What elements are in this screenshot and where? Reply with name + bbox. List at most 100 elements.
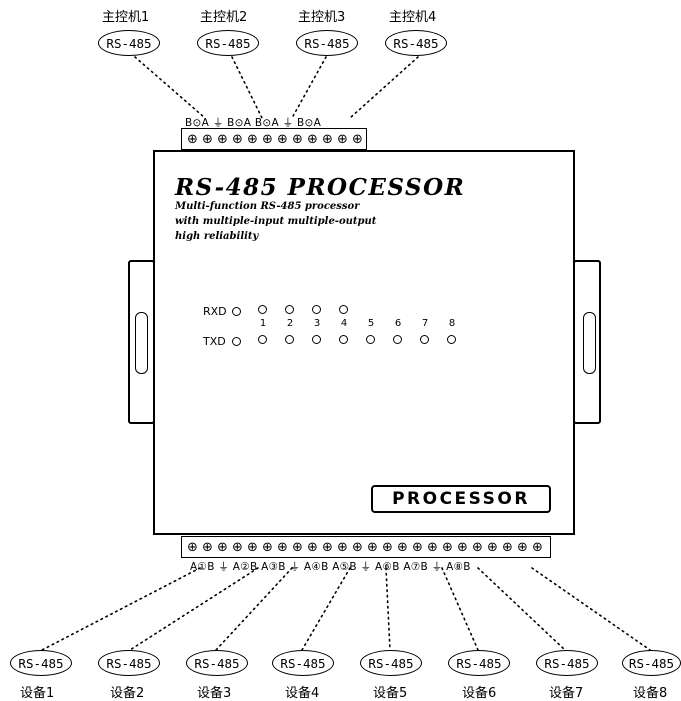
rxd-led-2 (285, 305, 294, 314)
screw-icon: ⊕ (457, 540, 468, 555)
host-2-port: RS-485 (197, 30, 259, 56)
host-3-port: RS-485 (296, 30, 358, 56)
txd-led-2 (285, 335, 294, 344)
txd-label: TXD (203, 335, 226, 348)
device-4-line (301, 567, 351, 651)
txd-led-7 (420, 335, 429, 344)
device-subtitle-2: with multiple-input multiple-output (175, 216, 377, 227)
device-subtitle-3: high reliability (175, 231, 259, 242)
host-1-port: RS-485 (98, 30, 160, 56)
screw-icon: ⊕ (247, 132, 258, 147)
top-terminal-labels: B⊙A ⏚ B⊙A B⊙A ⏚ B⊙A (185, 117, 322, 129)
channel-number: 2 (286, 318, 294, 329)
screw-icon: ⊕ (262, 540, 273, 555)
screw-icon: ⊕ (472, 540, 483, 555)
device-title: RS-485 PROCESSOR (175, 174, 466, 201)
txd-led-5 (366, 335, 375, 344)
left-mounting-ear (128, 260, 155, 424)
screw-icon: ⊕ (427, 540, 438, 555)
channel-number: 8 (448, 318, 456, 329)
device-1-label: 设备1 (20, 686, 55, 701)
screw-icon: ⊕ (382, 540, 393, 555)
screw-icon: ⊕ (202, 132, 213, 147)
channel-number: 1 (259, 318, 267, 329)
screw-icon: ⊕ (397, 540, 408, 555)
host-4-port: RS-485 (385, 30, 447, 56)
screw-icon: ⊕ (352, 540, 363, 555)
host-2-line (231, 56, 263, 119)
txd-led-6 (393, 335, 402, 344)
screw-icon: ⊕ (367, 540, 378, 555)
device-7-line (477, 567, 566, 651)
screw-icon: ⊕ (307, 132, 318, 147)
bottom-terminal-block: ⊕⊕⊕⊕⊕⊕⊕⊕⊕⊕⊕⊕⊕⊕⊕⊕⊕⊕⊕⊕⊕⊕⊕⊕ (181, 536, 551, 558)
device-5-line (385, 567, 391, 651)
device-subtitle-1: Multi-function RS-485 processor (175, 201, 360, 212)
screw-icon: ⊕ (232, 132, 243, 147)
screw-icon: ⊕ (517, 540, 528, 555)
device-5-label: 设备5 (373, 686, 408, 701)
channel-number: 6 (394, 318, 402, 329)
txd-led-8 (447, 335, 456, 344)
screw-icon: ⊕ (187, 132, 198, 147)
host-1-label: 主控机1 (102, 10, 150, 25)
screw-icon: ⊕ (442, 540, 453, 555)
screw-icon: ⊕ (412, 540, 423, 555)
screw-icon: ⊕ (337, 540, 348, 555)
screw-icon: ⊕ (232, 540, 243, 555)
device-6-port: RS-485 (448, 650, 510, 676)
device-4-port: RS-485 (272, 650, 334, 676)
device-6-label: 设备6 (462, 686, 497, 701)
processor-badge: PROCESSOR (371, 485, 551, 513)
device-3-line (215, 567, 293, 651)
device-1-line (41, 567, 201, 651)
device-5-port: RS-485 (360, 650, 422, 676)
screw-icon: ⊕ (322, 540, 333, 555)
device-3-label: 设备3 (197, 686, 232, 701)
mount-slot-icon (583, 312, 596, 374)
screw-icon: ⊕ (292, 540, 303, 555)
host-3-label: 主控机3 (298, 10, 346, 25)
txd-led-4 (339, 335, 348, 344)
screw-icon: ⊕ (307, 540, 318, 555)
screw-icon: ⊕ (292, 132, 303, 147)
screw-icon: ⊕ (262, 132, 273, 147)
host-2-label: 主控机2 (200, 10, 248, 25)
screw-icon: ⊕ (277, 540, 288, 555)
host-3-line (291, 56, 327, 119)
device-2-line (129, 567, 259, 651)
device-2-port: RS-485 (98, 650, 160, 676)
right-mounting-ear (573, 260, 601, 424)
txd-led-3 (312, 335, 321, 344)
rxd-led-3 (312, 305, 321, 314)
channel-number: 7 (421, 318, 429, 329)
device-7-label: 设备7 (549, 686, 584, 701)
screw-icon: ⊕ (217, 132, 228, 147)
rxd-led-4 (339, 305, 348, 314)
device-4-label: 设备4 (285, 686, 320, 701)
txd-led-1 (258, 335, 267, 344)
mount-slot-icon (135, 312, 148, 374)
txd-indicator-icon (232, 337, 241, 346)
device-8-line (531, 567, 651, 651)
screw-icon: ⊕ (337, 132, 348, 147)
screw-icon: ⊕ (187, 540, 198, 555)
device-8-label: 设备8 (633, 686, 668, 701)
channel-number: 5 (367, 318, 375, 329)
rxd-indicator-icon (232, 307, 241, 316)
screw-icon: ⊕ (502, 540, 513, 555)
device-7-port: RS-485 (536, 650, 598, 676)
rxd-label: RXD (203, 305, 227, 318)
screw-icon: ⊕ (277, 132, 288, 147)
screw-icon: ⊕ (217, 540, 228, 555)
top-terminal-block: ⊕⊕⊕⊕⊕⊕⊕⊕⊕⊕⊕⊕ (181, 128, 367, 150)
host-1-line (134, 56, 206, 119)
device-6-line (441, 567, 479, 651)
channel-number: 4 (340, 318, 348, 329)
device-2-label: 设备2 (110, 686, 145, 701)
processor-device: RS-485 PROCESSOR Multi-function RS-485 p… (153, 150, 575, 535)
host-4-label: 主控机4 (389, 10, 437, 25)
screw-icon: ⊕ (352, 132, 363, 147)
